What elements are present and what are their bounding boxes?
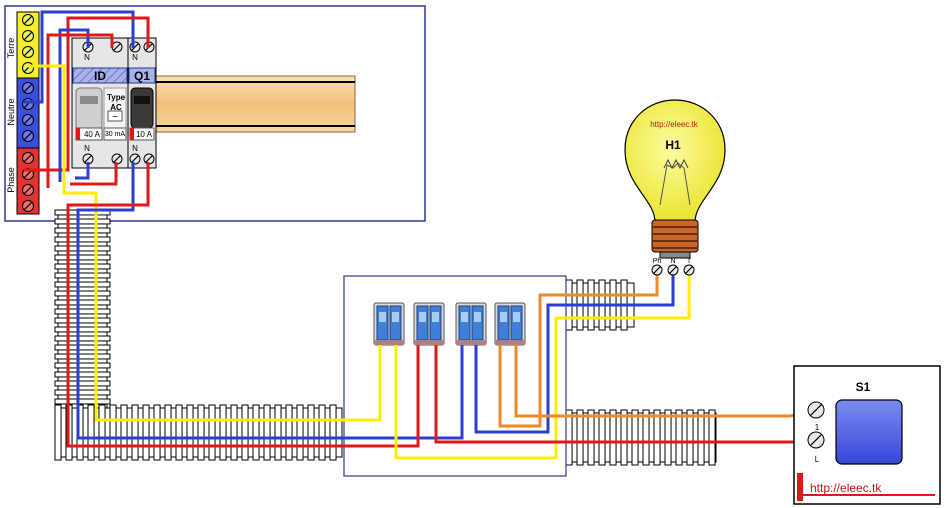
earth-terminal-label: Terre bbox=[6, 38, 16, 59]
neutral-terminal-label: Neutre bbox=[6, 98, 16, 125]
breaker-bottom-terminal-label: N bbox=[132, 144, 138, 153]
phase-bridge-wire bbox=[46, 33, 114, 188]
module-screw bbox=[111, 153, 123, 165]
conduit-segment bbox=[54, 404, 343, 461]
earth-screw bbox=[22, 62, 34, 74]
phase-switch-wire bbox=[434, 345, 816, 444]
neutral-lamp-wire bbox=[474, 272, 675, 434]
neutral-screw bbox=[22, 98, 34, 110]
module-screw bbox=[129, 153, 141, 165]
phase-screw bbox=[22, 200, 34, 212]
rcd-sensitivity: 30 mA bbox=[105, 131, 126, 138]
module-screws bbox=[82, 41, 155, 165]
earth-lamp-wire bbox=[394, 272, 691, 460]
neutral-bridge-wire bbox=[58, 28, 90, 182]
phase-down-wire bbox=[66, 162, 150, 250]
conduit-segment bbox=[54, 209, 111, 411]
conduit-segment bbox=[565, 409, 717, 466]
wire-connectors bbox=[373, 302, 526, 346]
lamp-bulb bbox=[624, 99, 726, 223]
switched-lamp-wire bbox=[498, 272, 659, 428]
din-rail bbox=[154, 75, 356, 133]
lamp-terminal-neutral-label: N bbox=[670, 258, 675, 265]
rcd-bottom-terminal-label: N bbox=[84, 144, 90, 153]
neutral-screw bbox=[22, 114, 34, 126]
switch-watermark: http://eleec.tk bbox=[810, 481, 882, 495]
lamp-screw bbox=[667, 264, 679, 276]
lamp-terminal-screws bbox=[651, 264, 695, 276]
neutral-run-wire bbox=[76, 250, 464, 440]
switch-terminal-1-label: 1 bbox=[815, 423, 820, 432]
wire-connector bbox=[455, 302, 487, 346]
earth-screw bbox=[22, 14, 34, 26]
lamp-terminal-earth-label: T bbox=[687, 258, 692, 265]
breaker-rating: 10 A bbox=[136, 130, 153, 139]
phase-screw bbox=[22, 152, 34, 164]
phase-screw bbox=[22, 184, 34, 196]
module-screw bbox=[82, 153, 94, 165]
wire-connector bbox=[373, 302, 405, 346]
neutral-screw bbox=[22, 82, 34, 94]
earth-screw bbox=[22, 30, 34, 42]
rcd-name: ID bbox=[94, 69, 106, 83]
breaker-top-terminal-label: N bbox=[132, 53, 138, 62]
lamp-screw bbox=[651, 264, 663, 276]
neutral-screw bbox=[22, 130, 34, 142]
lamp-name: H1 bbox=[665, 138, 681, 152]
switch-terminal-l-label: L bbox=[815, 455, 820, 464]
rcd-rating: 40 A bbox=[84, 130, 101, 139]
switch-screw-l bbox=[807, 431, 825, 449]
rcd-phase-out bbox=[70, 162, 118, 186]
neutral-down-wire bbox=[76, 162, 135, 250]
rcd-neutral-out bbox=[75, 162, 90, 180]
lamp-watermark: http://eleec.tk bbox=[650, 120, 699, 129]
lamp-screw bbox=[683, 264, 695, 276]
switch-terminal-screws bbox=[807, 401, 825, 449]
rcd-type-line1: Type bbox=[107, 93, 126, 102]
lamp-socket bbox=[651, 219, 699, 259]
breaker-name: Q1 bbox=[134, 69, 150, 83]
rcd-top-terminal-label: N bbox=[84, 53, 90, 62]
phase-run-wire bbox=[66, 250, 420, 448]
earth-screw bbox=[22, 46, 34, 58]
switch-screw-1 bbox=[807, 401, 825, 419]
breaker-module bbox=[127, 37, 157, 169]
module-screw bbox=[111, 41, 123, 53]
switch-name: S1 bbox=[856, 380, 871, 394]
earth-down-wire bbox=[28, 64, 98, 250]
lamp-terminal-phase-label: Ph bbox=[653, 258, 662, 265]
phase-terminal-label: Phase bbox=[6, 167, 16, 193]
wire-connector bbox=[413, 302, 445, 346]
neutral-feed-wire bbox=[24, 10, 135, 104]
rcd-type-line2: AC bbox=[110, 103, 122, 112]
rcd-type-symbol: ~ bbox=[112, 112, 118, 123]
wire-connector bbox=[494, 302, 526, 346]
phase-feed-wire bbox=[24, 16, 150, 172]
phase-terminal-block bbox=[16, 147, 40, 215]
earth-run-wire bbox=[94, 250, 382, 422]
rcd-module bbox=[71, 37, 129, 169]
terminal-screws bbox=[22, 14, 34, 212]
